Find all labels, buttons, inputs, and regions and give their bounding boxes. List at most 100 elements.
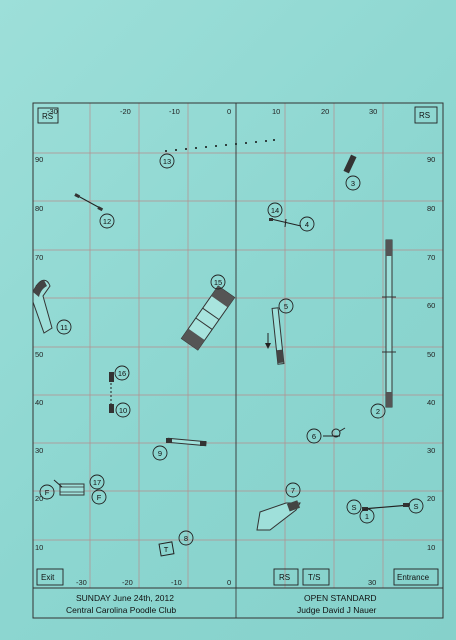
- obstacle-number-label: 7: [291, 486, 295, 495]
- obstacle-number-6: 6: [306, 428, 322, 444]
- obstacle-number-label: 13: [163, 157, 171, 166]
- top-axis-labels: -30 -20 -10 0 10 20 30: [47, 107, 377, 116]
- bottom-axis-label: -30: [76, 578, 87, 587]
- obstacle-number-label: 14: [271, 206, 279, 215]
- right-axis-label: 30: [427, 446, 435, 455]
- obstacle-number-5: 5: [278, 298, 294, 314]
- left-axis-label: 50: [35, 350, 43, 359]
- obstacle-number-label: 8: [184, 534, 188, 543]
- rs-label: RS: [419, 111, 430, 120]
- top-axis-label: 30: [369, 107, 377, 116]
- obstacle-number-10: 10: [115, 402, 131, 418]
- marker-s-left: S: [346, 499, 362, 515]
- obstacle-number-12: 12: [99, 213, 115, 229]
- obstacle-4-jump: [269, 218, 302, 228]
- obstacle-3-tire: [343, 154, 357, 174]
- entrance-box: Entrance: [393, 568, 439, 586]
- obstacle-10-weaves: [109, 372, 114, 413]
- obstacle-number-4: 4: [299, 216, 315, 232]
- obstacle-number-15: 15: [210, 274, 226, 290]
- obstacle-2-dogwalk: [382, 239, 396, 408]
- marker-s-label: S: [413, 502, 418, 511]
- caption-box: [32, 587, 444, 619]
- right-axis-label: 90: [427, 155, 435, 164]
- bottom-axis-label: 0: [227, 578, 231, 587]
- obstacle-number-11: 11: [56, 319, 72, 335]
- obstacle-11-tunnel: [32, 279, 53, 334]
- obstacle-5-teeter: [265, 307, 285, 365]
- obstacle-number-3: 3: [345, 175, 361, 191]
- marker-f-label: F: [97, 493, 102, 502]
- class-name: OPEN STANDARD: [304, 593, 377, 603]
- left-axis-labels: 90 80 70 60 50 40 30 20 10: [35, 155, 43, 552]
- club-name: Central Carolina Poodle Club: [66, 605, 176, 615]
- right-axis-label: 60: [427, 301, 435, 310]
- obstacle-number-16: 16: [114, 365, 130, 381]
- rs-label: RS: [279, 573, 290, 582]
- rs-box-top-right: RS: [414, 106, 438, 124]
- top-axis-label: -10: [169, 107, 180, 116]
- top-axis-label: 20: [321, 107, 329, 116]
- marker-f-right: F: [91, 489, 107, 505]
- marker-f-left: F: [39, 484, 55, 500]
- obstacle-number-label: 3: [351, 179, 355, 188]
- course-date: SUNDAY June 24th, 2012: [76, 593, 174, 603]
- obstacle-number-label: 17: [93, 478, 101, 487]
- obstacle-number-9: 9: [152, 445, 168, 461]
- right-axis-label: 80: [427, 204, 435, 213]
- right-axis-label: 40: [427, 398, 435, 407]
- left-axis-label: 70: [35, 253, 43, 262]
- obstacle-number-label: 2: [376, 407, 380, 416]
- right-axis-label: 10: [427, 543, 435, 552]
- obstacle-number-label: 5: [284, 302, 288, 311]
- bottom-axis-label: 30: [368, 578, 376, 587]
- obstacle-number-7: 7: [285, 482, 301, 498]
- obstacle-number-label: 6: [312, 432, 316, 441]
- obstacle-13-dotted-line: [165, 139, 275, 152]
- obstacle-17-table: [53, 479, 85, 496]
- bottom-axis-label: -20: [122, 578, 133, 587]
- rs-label: RS: [42, 112, 53, 121]
- exit-box: Exit: [36, 568, 64, 586]
- left-axis-label: 30: [35, 446, 43, 455]
- exit-label: Exit: [41, 573, 55, 582]
- obstacle-number-8: 8: [178, 530, 194, 546]
- obstacle-number-label: 1: [365, 512, 369, 521]
- bottom-axis-labels: -30 -20 -10 0 30: [76, 578, 376, 587]
- rs-box-top-left: RS: [37, 107, 59, 124]
- left-axis-label: 90: [35, 155, 43, 164]
- obstacle-15-tunnel: [180, 285, 236, 351]
- obstacle-7-chute: [256, 500, 301, 531]
- obstacle-number-label: 11: [60, 323, 68, 332]
- entrance-label: Entrance: [397, 573, 430, 582]
- obstacle-12-jump: [74, 193, 104, 212]
- right-axis-label: 50: [427, 350, 435, 359]
- obstacle-number-13: 13: [159, 153, 175, 169]
- obstacle-number-label: 15: [214, 278, 222, 287]
- ring-boundary: [32, 102, 444, 589]
- ts-box: T/S: [302, 568, 330, 586]
- rs-box-bottom: RS: [273, 568, 299, 586]
- grid: [33, 103, 443, 588]
- top-axis-label: -30: [47, 107, 58, 116]
- obstacle-number-label: 12: [103, 217, 111, 226]
- obstacle-number-17: 17: [89, 474, 105, 490]
- obstacle-number-label: 9: [158, 449, 162, 458]
- left-axis-label: 80: [35, 204, 43, 213]
- top-axis-label: 0: [227, 107, 231, 116]
- right-axis-label: 70: [427, 253, 435, 262]
- obstacle-6-jump: [323, 427, 346, 438]
- obstacle-number-label: 10: [119, 406, 127, 415]
- ts-label: T/S: [308, 573, 320, 582]
- obstacle-number-label: 4: [305, 220, 309, 229]
- marker-s-right: S: [408, 498, 424, 514]
- obstacle-number-label: 16: [118, 369, 126, 378]
- obstacle-number-2: 2: [370, 403, 386, 419]
- right-axis-labels: 90 80 70 60 50 40 30 20 10: [427, 155, 435, 552]
- left-axis-label: 40: [35, 398, 43, 407]
- bottom-axis-label: -10: [171, 578, 182, 587]
- marker-t-box: T: [158, 541, 175, 557]
- left-axis-label: 10: [35, 543, 43, 552]
